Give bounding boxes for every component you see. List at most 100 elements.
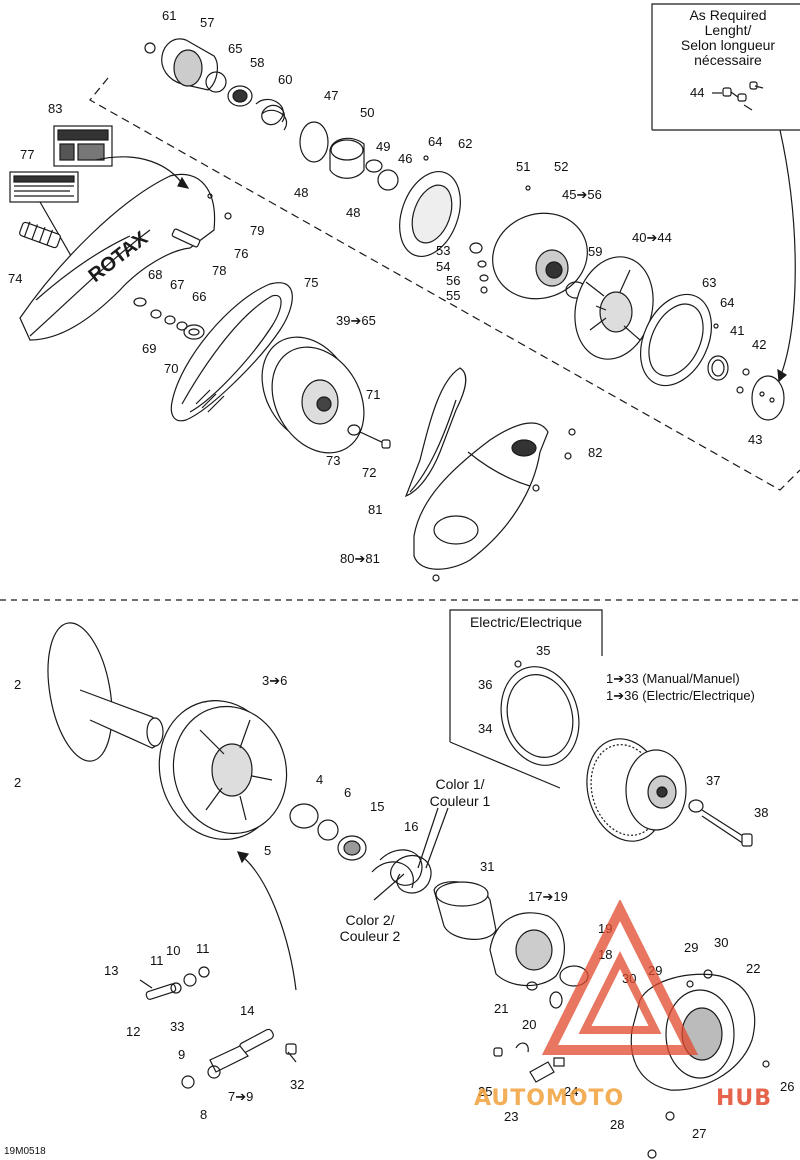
part-label-34: 34 [478, 721, 493, 736]
leader-arrow-43 [779, 129, 796, 373]
part-label-45-56: 45➔56 [562, 187, 602, 202]
part-label-37: 37 [706, 773, 721, 788]
leader-arrow-pins [241, 855, 297, 991]
part-label-53: 53 [436, 243, 451, 258]
part-label-65: 65 [228, 41, 243, 56]
part-label-29-a: 29 [684, 940, 699, 955]
part-label-83: 83 [48, 101, 63, 116]
watermark-text-1: AUTOMOTO [474, 1086, 625, 1111]
part-label-27: 27 [692, 1126, 707, 1141]
driven-pulley [261, 336, 365, 454]
part-label-59: 59 [588, 244, 603, 259]
part-label-26: 26 [780, 1079, 795, 1094]
electric-box-title: Electric/Electrique [469, 614, 583, 630]
part-label-67: 67 [170, 277, 185, 292]
part-label-15: 15 [370, 799, 385, 814]
cylinder-31 [433, 881, 497, 940]
part-label-70: 70 [164, 361, 179, 376]
as-required-note-line3: Selon longueur [680, 37, 776, 53]
part-label-48-a: 48 [294, 185, 309, 200]
color2-note-line1: Color 2/ [345, 912, 395, 928]
as-required-note-line2: Lenght/ [704, 22, 752, 38]
part-label-28: 28 [610, 1117, 625, 1132]
part-label-39-65: 39➔65 [336, 313, 376, 328]
part-label-76: 76 [234, 246, 249, 261]
plate-43 [751, 375, 785, 421]
part-label-63: 63 [702, 275, 717, 290]
part-label-73: 73 [326, 453, 341, 468]
part-label-43: 43 [748, 432, 763, 447]
part-label-77: 77 [20, 147, 35, 162]
drive-pulley-parts [144, 38, 399, 191]
part-label-60: 60 [278, 72, 293, 87]
as-required-box [651, 3, 800, 130]
part-label-12: 12 [126, 1024, 141, 1039]
watermark-text-2: HUB [716, 1086, 773, 1111]
part-label-56: 56 [446, 273, 461, 288]
part-label-49: 49 [376, 139, 391, 154]
spring-74 [19, 221, 61, 249]
part-label-64-upper: 64 [428, 134, 443, 149]
part-label-20: 20 [522, 1017, 537, 1032]
part-label-7-9: 7➔9 [228, 1089, 254, 1104]
part-label-48-b: 48 [346, 205, 361, 220]
part-label-41: 41 [730, 323, 745, 338]
part-label-66: 66 [192, 289, 207, 304]
part-label-82: 82 [588, 445, 603, 460]
part-label-79: 79 [250, 223, 265, 238]
spider-17 [489, 912, 589, 987]
part-label-11-b: 11 [196, 941, 210, 956]
part-label-32: 32 [290, 1077, 305, 1092]
part-label-14: 14 [240, 1003, 255, 1018]
part-label-3-6: 3➔6 [262, 673, 288, 688]
movable-sheave-3 [158, 700, 288, 840]
electric-box [449, 609, 603, 742]
bracket-81 [404, 367, 467, 498]
color1-note-line2: Couleur 1 [429, 793, 491, 809]
part-label-13: 13 [104, 963, 119, 978]
part-label-78: 78 [212, 263, 227, 278]
part-label-58: 58 [250, 55, 265, 70]
subassembly-outline-upper [89, 77, 800, 491]
drawing-code: 19M0518 [4, 1146, 46, 1157]
part-label-61: 61 [162, 8, 177, 23]
pulley-assembly-1 [586, 738, 687, 842]
part-label-16: 16 [404, 819, 419, 834]
part-label-54: 54 [436, 259, 451, 274]
part-label-5: 5 [264, 843, 272, 858]
part-label-46: 46 [398, 151, 413, 166]
part-label-50: 50 [360, 105, 375, 120]
part-label-74: 74 [8, 271, 23, 286]
part-label-52: 52 [554, 159, 569, 174]
part-label-47: 47 [324, 88, 339, 103]
part-label-51: 51 [516, 159, 531, 174]
part-label-40-44: 40➔44 [632, 230, 672, 245]
part-label-35: 35 [536, 643, 551, 658]
part-label-10: 10 [166, 943, 181, 958]
part-label-38: 38 [754, 805, 769, 820]
screw-icons-44 [712, 81, 764, 111]
part-label-11-a: 11 [150, 953, 164, 968]
part-label-2-lower: 2 [14, 775, 22, 790]
part-label-71: 71 [366, 387, 381, 402]
as-required-note-line4: nécessaire [694, 52, 762, 68]
part-label-72: 72 [362, 465, 377, 480]
part-label-42: 42 [752, 337, 767, 352]
part-label-33: 33 [170, 1019, 185, 1034]
part-label-44: 44 [690, 85, 705, 100]
roller-pins [139, 966, 297, 1089]
ring-gear-34 [500, 666, 580, 766]
part-label-22: 22 [746, 961, 761, 976]
part-label-8: 8 [200, 1107, 208, 1122]
part-label-23: 23 [504, 1109, 519, 1124]
part-label-68: 68 [148, 267, 163, 282]
spring-16 [371, 849, 432, 894]
part-label-21: 21 [494, 1001, 509, 1016]
part-label-75: 75 [304, 275, 319, 290]
part-label-64-lower: 64 [720, 295, 735, 310]
sheave-45 [492, 185, 588, 300]
color1-note-line1: Color 1/ [435, 776, 485, 792]
range-electric-note: 1➔36 (Electric/Electrique) [606, 688, 755, 703]
